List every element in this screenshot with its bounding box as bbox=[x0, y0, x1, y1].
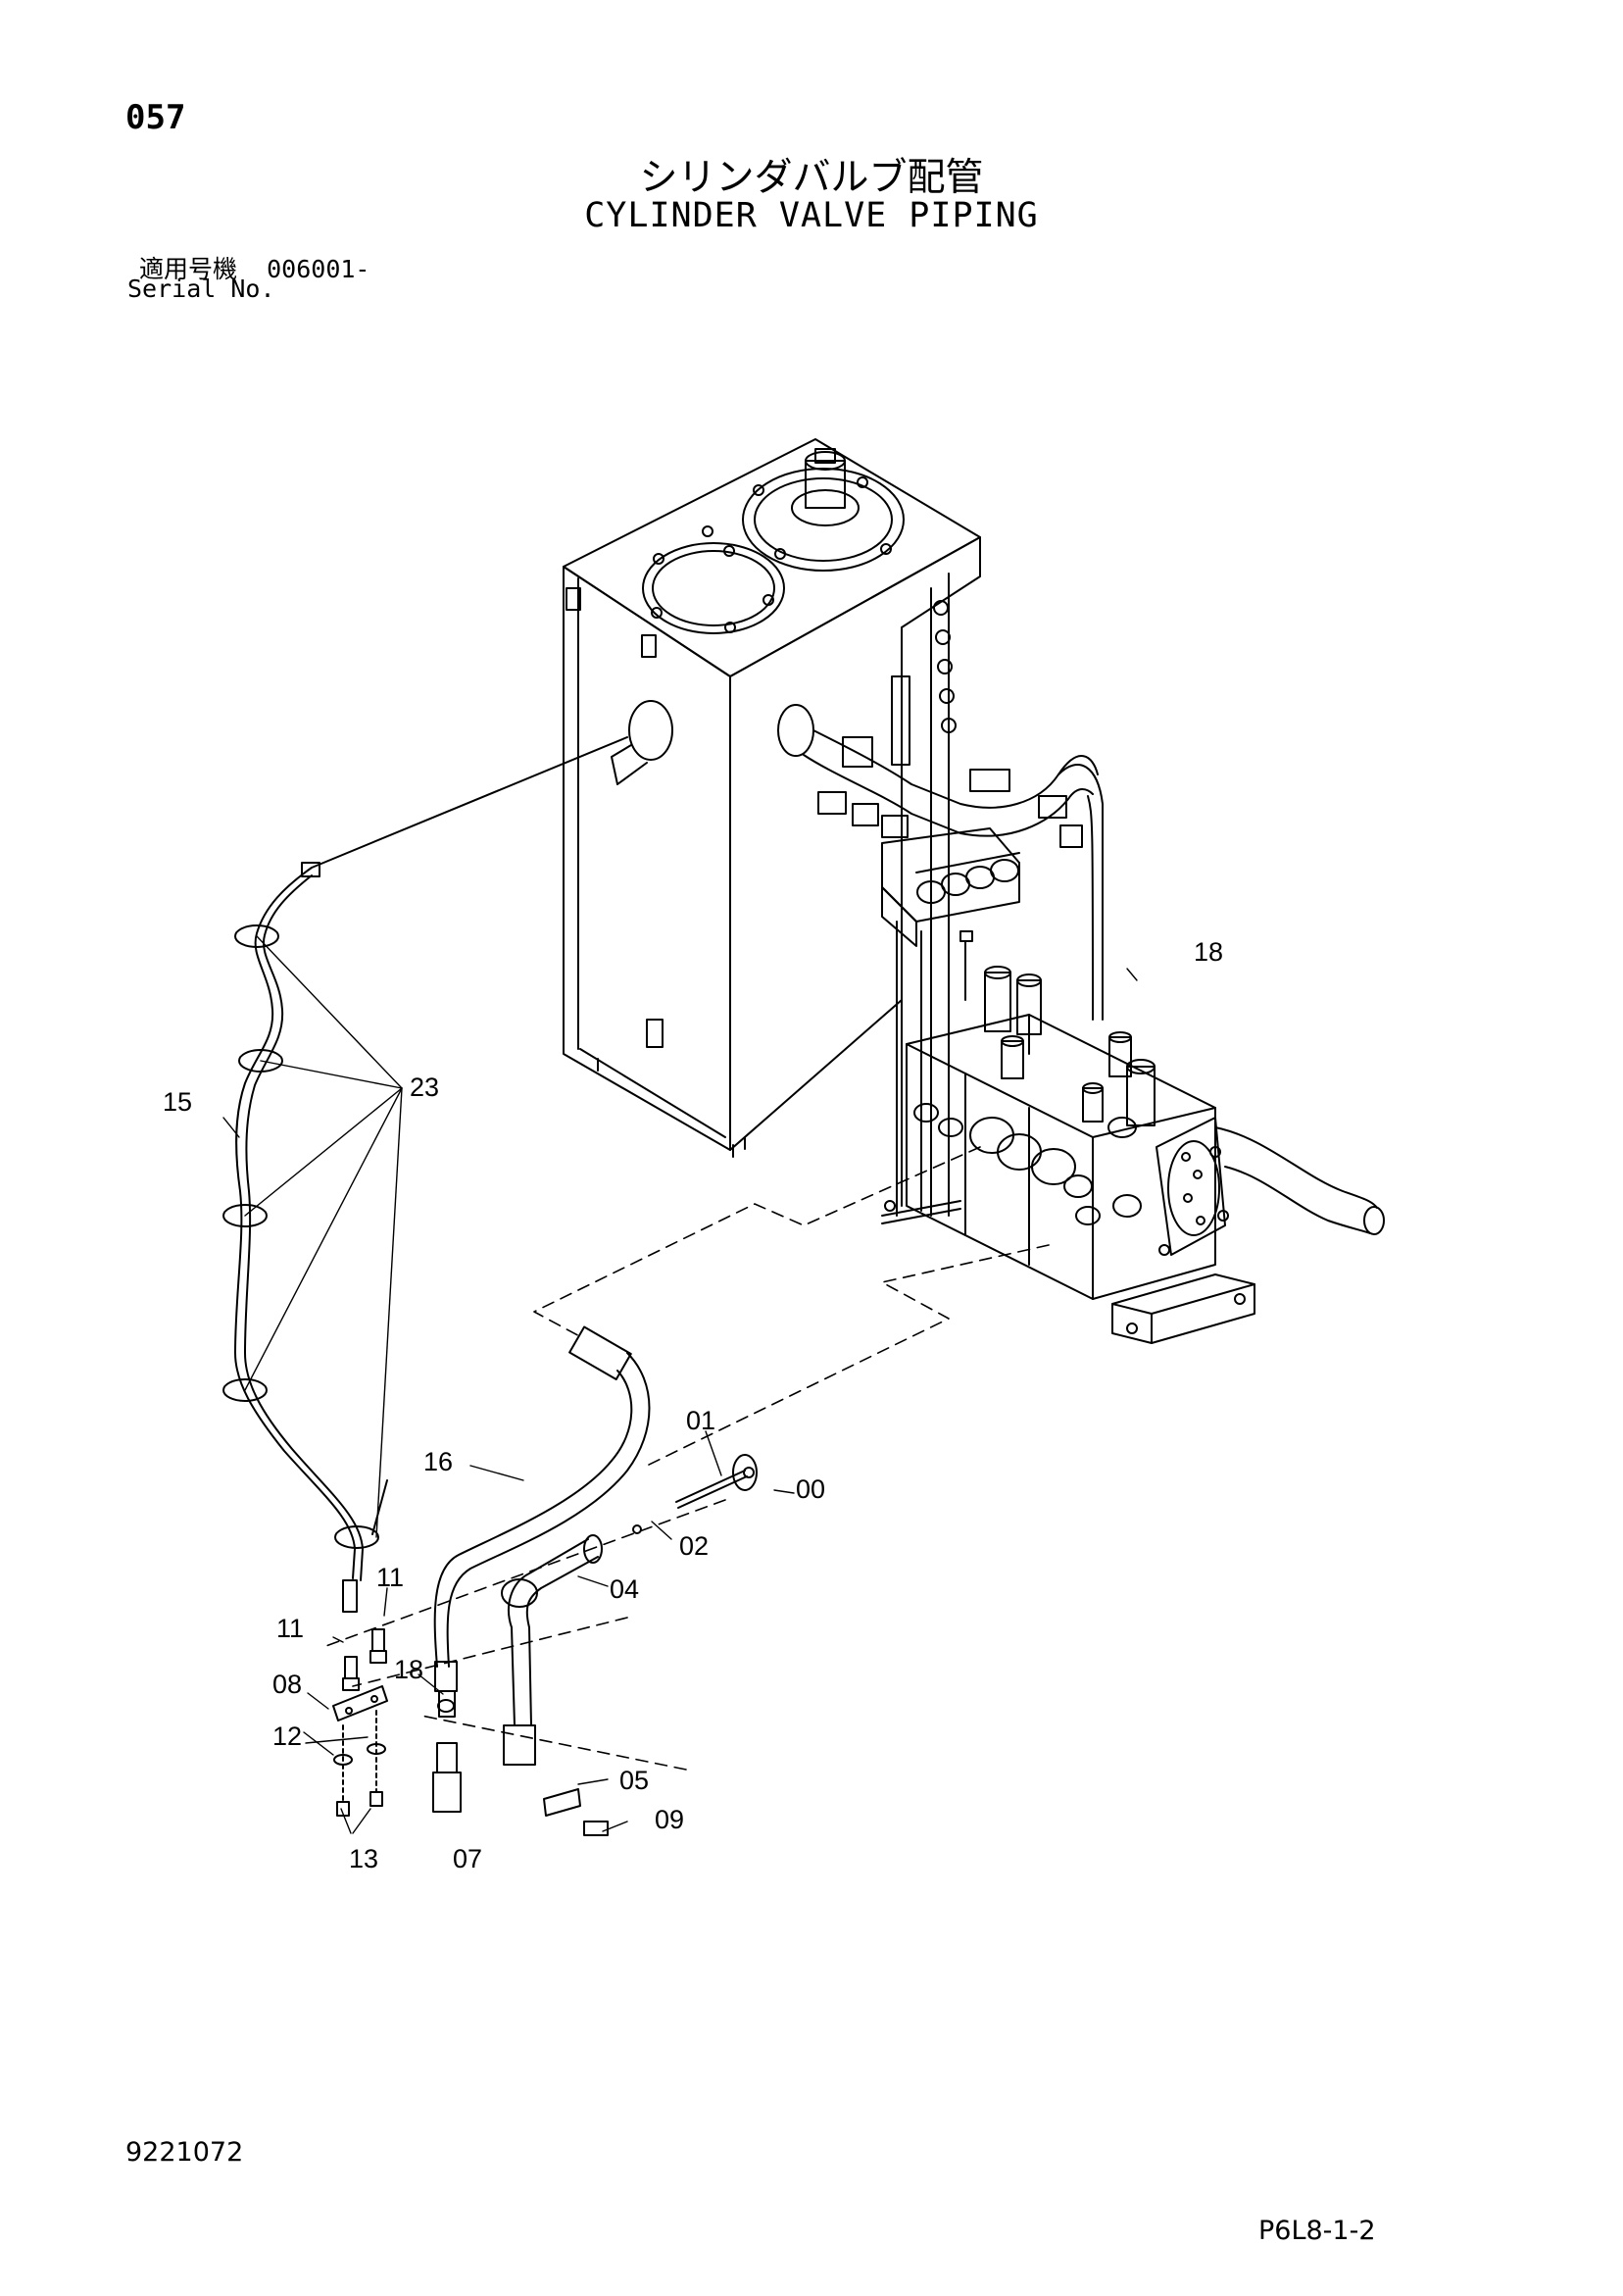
callout-09: 09 bbox=[655, 1805, 684, 1834]
callout-labels: 23 15 18 16 01 00 02 04 11 11 18 08 12 0… bbox=[163, 937, 1223, 1873]
callout-18-lower: 18 bbox=[394, 1655, 423, 1684]
serial-label-japanese: 適用号機 006001- bbox=[139, 250, 369, 285]
callout-12: 12 bbox=[272, 1722, 302, 1751]
callout-16: 16 bbox=[423, 1447, 453, 1476]
pipe-manifold bbox=[777, 704, 1104, 1217]
serial-value: 006001- bbox=[267, 255, 370, 283]
page-title-japanese: シリンダバルブ配管 bbox=[639, 156, 984, 200]
callout-02: 02 bbox=[679, 1531, 709, 1561]
callout-00: 00 bbox=[796, 1474, 825, 1504]
callout-18-upper: 18 bbox=[1194, 937, 1223, 967]
callout-13: 13 bbox=[349, 1844, 378, 1873]
serial-label-jp-text: 適用号機 bbox=[139, 255, 238, 283]
hose-16 bbox=[432, 1325, 651, 1813]
hydraulic-tank bbox=[563, 438, 981, 1217]
control-valve bbox=[881, 966, 1385, 1344]
callout-leaders bbox=[222, 935, 1138, 1834]
page-number: 057 bbox=[125, 98, 186, 137]
drawing-number: 9221072 bbox=[125, 2137, 244, 2168]
callout-23: 23 bbox=[410, 1073, 439, 1102]
page-code: P6L8-1-2 bbox=[1258, 2216, 1376, 2246]
bracket-assembly bbox=[332, 1628, 609, 1836]
pilot-hose-15 bbox=[222, 736, 628, 1613]
callout-07: 05 bbox=[619, 1766, 649, 1795]
callout-04: 04 bbox=[610, 1574, 639, 1604]
callout-11-right: 11 bbox=[376, 1563, 404, 1592]
callout-05: 07 bbox=[453, 1844, 482, 1873]
elbow-pipe-04 bbox=[501, 1454, 758, 1766]
serial-label-english: Serial No. bbox=[127, 275, 275, 303]
callout-01: 01 bbox=[686, 1406, 715, 1435]
callout-11-left: 11 bbox=[276, 1614, 304, 1643]
dash-leader-lines bbox=[322, 1146, 1050, 1771]
callout-15: 15 bbox=[163, 1087, 192, 1117]
page-title-english: CYLINDER VALVE PIPING bbox=[584, 196, 1039, 235]
callout-08: 08 bbox=[272, 1670, 302, 1699]
